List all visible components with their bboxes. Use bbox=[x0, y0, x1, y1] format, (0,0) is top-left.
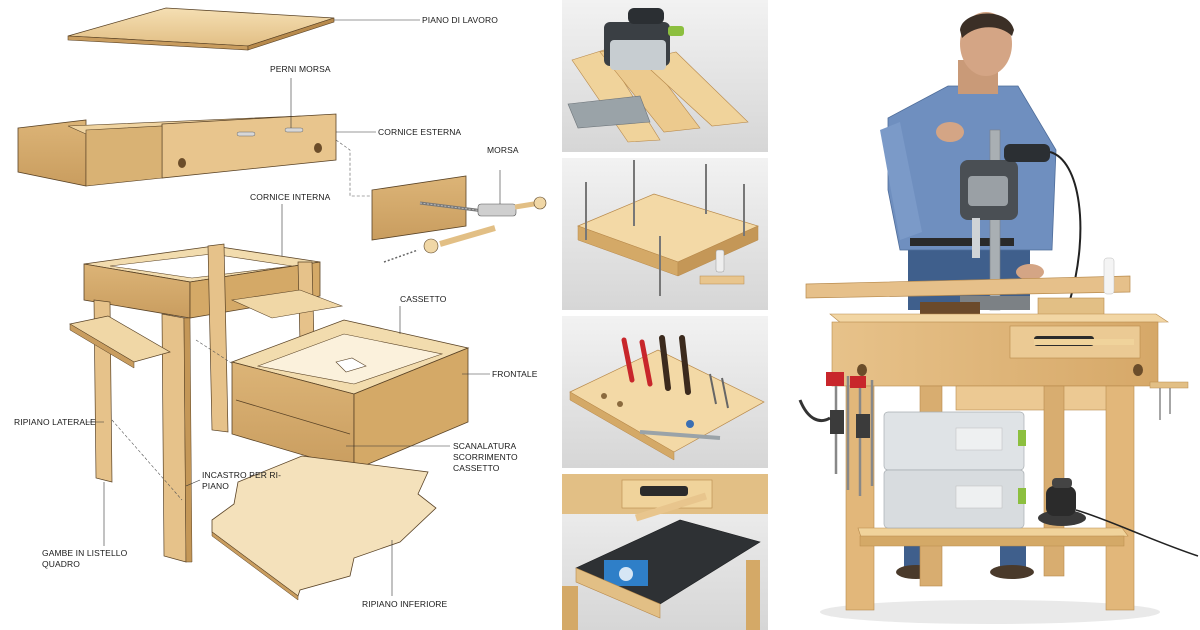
label-scanalatura-1: SCANALATURA bbox=[453, 441, 517, 451]
drill-press bbox=[960, 129, 1082, 311]
photo-open-drawer bbox=[562, 474, 768, 630]
label-ripiano-laterale: RIPIANO LATERALE bbox=[14, 417, 96, 427]
label-ripiano-inferiore: RIPIANO INFERIORE bbox=[362, 599, 448, 609]
orbital-sander bbox=[1038, 478, 1199, 557]
vise-pin-1 bbox=[236, 131, 256, 137]
label-incastro-1: INCASTRO PER RI- bbox=[202, 470, 281, 480]
photo-man-at-workbench bbox=[798, 12, 1199, 624]
label-perni-morsa: PERNI MORSA bbox=[270, 64, 331, 74]
dashed-guide-3 bbox=[195, 339, 237, 367]
board-on-bench bbox=[805, 275, 1131, 299]
photo-strip bbox=[562, 0, 768, 630]
piano-di-lavoro-part bbox=[67, 7, 335, 51]
label-morsa: MORSA bbox=[487, 145, 519, 155]
ripiano-inferiore-part bbox=[211, 455, 437, 601]
bar-clamps bbox=[798, 372, 874, 496]
label-frontale: FRONTALE bbox=[492, 369, 538, 379]
label-gambe-1: GAMBE IN LISTELLO bbox=[42, 548, 128, 558]
photo-tool-board bbox=[562, 316, 768, 468]
label-cornice-interna: CORNICE INTERNA bbox=[250, 192, 331, 202]
cornice-esterna-part bbox=[17, 113, 337, 187]
exploded-diagram: PIANO DI LAVORO PERNI MORSA CORNICE ESTE… bbox=[14, 7, 547, 609]
label-incastro-2: PIANO bbox=[202, 481, 229, 491]
label-scanalatura-2: SCORRIMENTO bbox=[453, 452, 518, 462]
label-cornice-esterna: CORNICE ESTERNA bbox=[378, 127, 461, 137]
dashed-guide-2 bbox=[111, 419, 183, 501]
label-piano-di-lavoro: PIANO DI LAVORO bbox=[422, 15, 498, 25]
label-cassetto: CASSETTO bbox=[400, 294, 447, 304]
morsa-part bbox=[371, 170, 547, 263]
label-gambe-2: QUADRO bbox=[42, 559, 80, 569]
leader-incastro bbox=[185, 479, 201, 487]
cornice-interna-part bbox=[69, 243, 344, 563]
dashed-guide-1 bbox=[335, 139, 372, 197]
photo-clamped-frame bbox=[562, 158, 768, 310]
cassetto-part bbox=[230, 319, 470, 471]
storage-boxes bbox=[883, 411, 1026, 529]
vise-pin-2 bbox=[284, 127, 304, 133]
photo-plunge-saw bbox=[562, 0, 768, 152]
label-scanalatura-3: CASSETTO bbox=[453, 463, 500, 473]
